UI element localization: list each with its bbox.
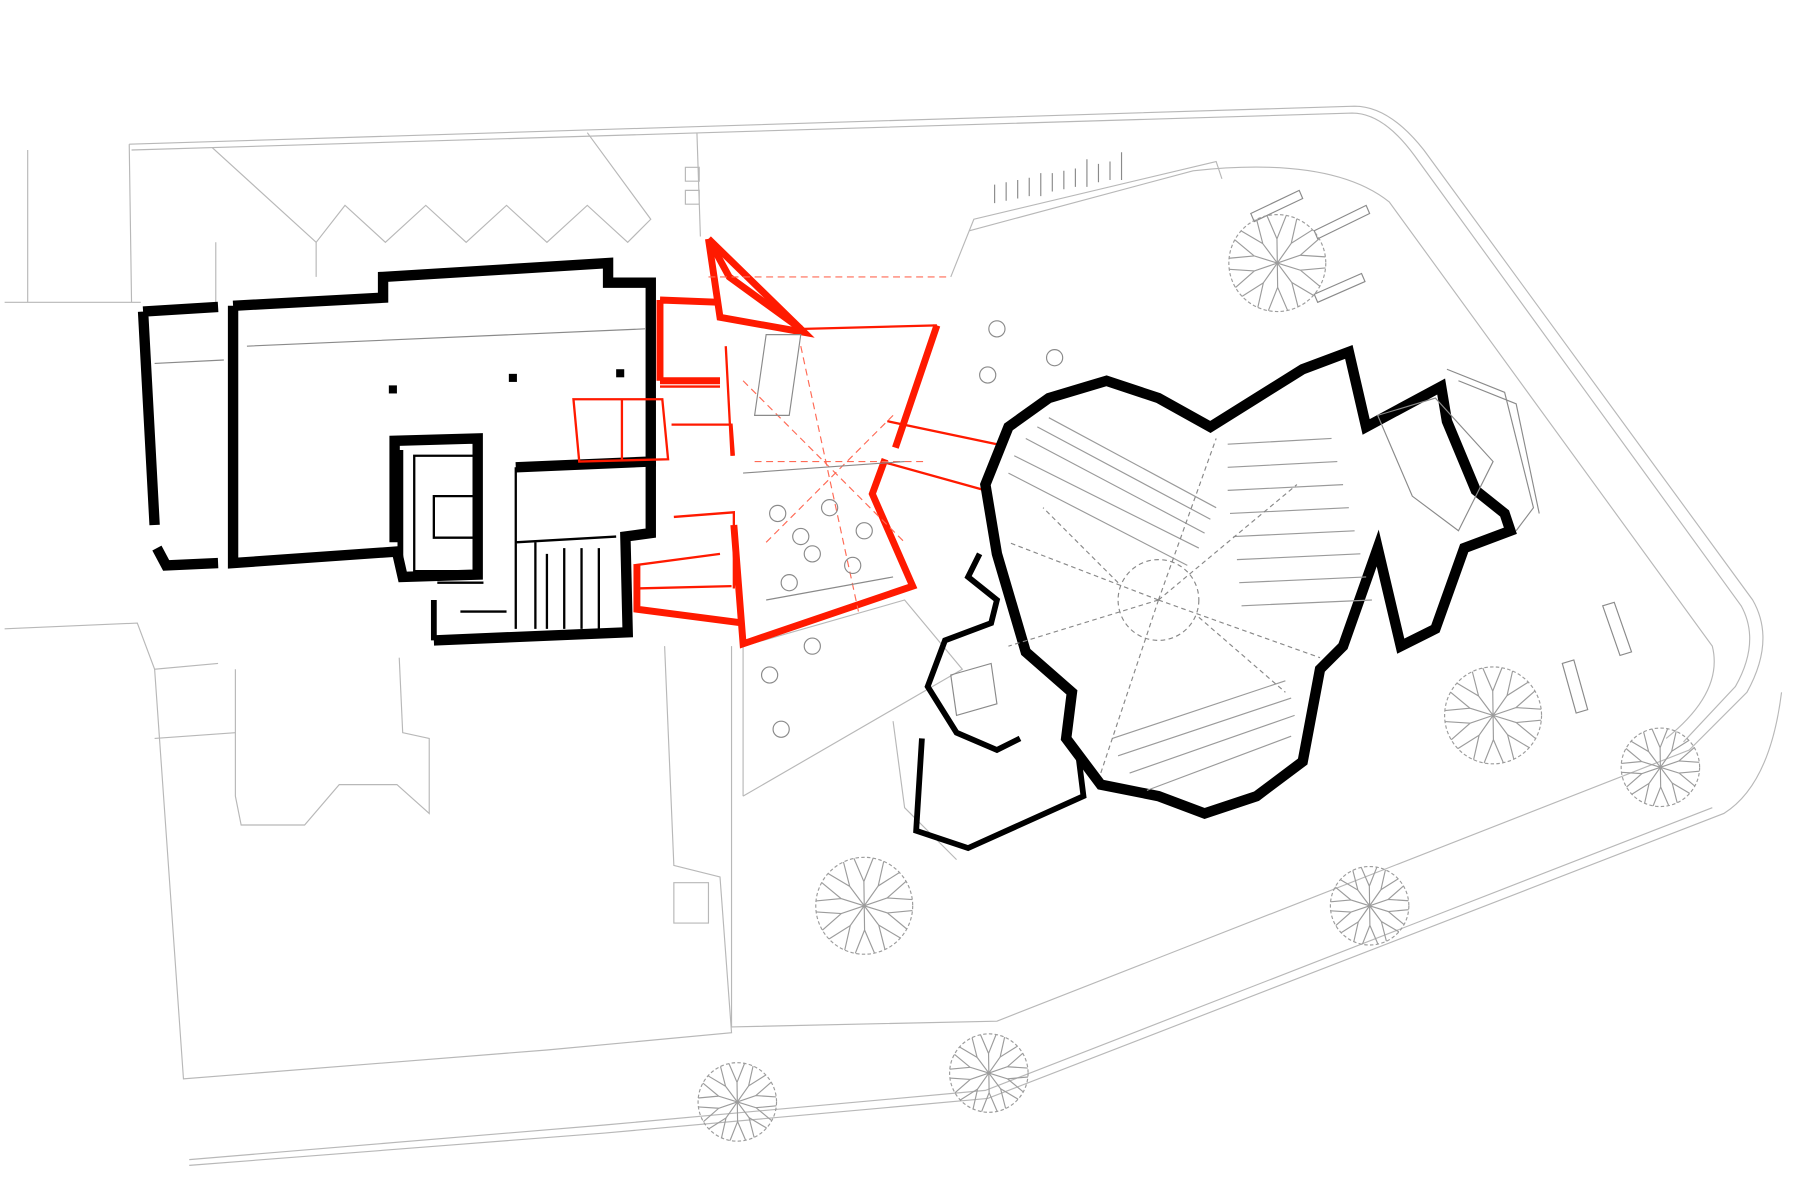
tree-symbol xyxy=(1444,666,1543,765)
site-boundary-lines xyxy=(4,105,1783,1166)
tree-symbol xyxy=(1329,865,1410,946)
new-extension xyxy=(572,236,998,649)
bicycle-stands xyxy=(994,152,1123,204)
trees xyxy=(697,214,1701,1142)
existing-building xyxy=(137,257,656,646)
tree-symbol xyxy=(949,1033,1029,1113)
tree-symbol xyxy=(697,1062,778,1142)
church-building xyxy=(913,344,1540,852)
tree-symbol xyxy=(815,856,914,955)
tree-symbol xyxy=(1228,214,1327,313)
cafe-seating xyxy=(743,320,1064,738)
tree-symbol xyxy=(1620,727,1701,808)
benches xyxy=(1250,189,1633,714)
